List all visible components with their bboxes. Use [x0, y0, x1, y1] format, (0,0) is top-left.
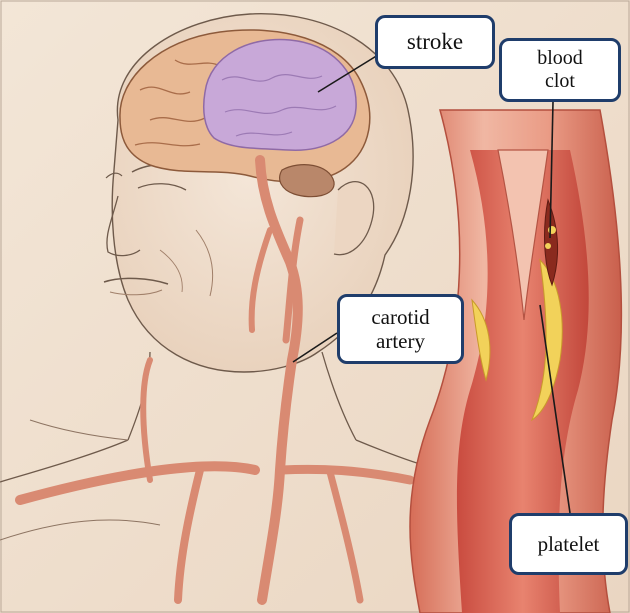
- stroke-region: [204, 39, 356, 150]
- carotid-artery-label-line-2: artery: [376, 329, 425, 353]
- blood-clot-label-line-2: clot: [545, 70, 575, 93]
- carotid-artery-label-line-1: carotid: [371, 305, 429, 329]
- blood-clot-label-line-1: blood: [537, 47, 583, 70]
- platelet-label: platelet: [509, 513, 628, 575]
- blood-clot-label: blood clot: [499, 38, 621, 102]
- stroke-label: stroke: [375, 15, 495, 69]
- platelet-label-text: platelet: [538, 532, 600, 556]
- carotid-artery-label: carotid artery: [337, 294, 464, 364]
- stroke-label-text: stroke: [407, 29, 463, 55]
